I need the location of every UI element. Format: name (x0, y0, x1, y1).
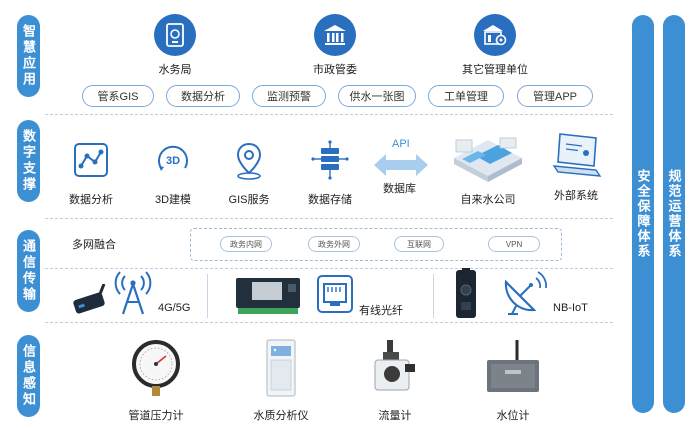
flow-meter-icon (374, 340, 415, 391)
app-unit-water-bureau: 水务局 (120, 14, 230, 77)
app-unit-other: 其它管理单位 (440, 14, 550, 77)
operations-bar: 规范运营体系 (663, 15, 685, 413)
water-quality-analyzer-icon (266, 339, 296, 397)
support-label: 外部系统 (554, 190, 598, 202)
divider-fusion-devices (45, 268, 613, 269)
support-water-company: 自来水公司 (448, 128, 528, 207)
support-data-analysis: 数据分析 (66, 140, 116, 207)
device-label: 管道压力计 (128, 410, 184, 422)
security-bar: 安全保障体系 (632, 15, 654, 413)
app-pill-mobile-app[interactable]: 管理APP (517, 85, 593, 107)
pressure-gauge-icon (132, 340, 180, 396)
support-label: 数据存储 (308, 194, 352, 206)
support-label: 自来水公司 (460, 194, 516, 206)
divider-support-comm (45, 218, 613, 219)
government-building-icon (314, 14, 356, 56)
controller-board-icon (236, 278, 300, 314)
app-unit-label: 水务局 (158, 64, 192, 76)
data-analysis-icon (74, 143, 108, 177)
bidirectional-arrow-icon (374, 154, 428, 176)
device-water-quality: 水质分析仪 (244, 338, 318, 423)
data-storage-icon (311, 140, 349, 180)
svg-text:3D: 3D (166, 155, 180, 167)
layer-label-comm: 通信传输 (17, 230, 40, 312)
app-pill-data-analysis[interactable]: 数据分析 (166, 85, 240, 107)
device-pressure-gauge: 管道压力计 (118, 338, 194, 423)
wired-label: 有线光纤 (359, 305, 403, 317)
network-group (190, 228, 562, 261)
app-unit-municipal: 市政管委 (280, 14, 390, 77)
support-label: GIS服务 (228, 194, 270, 206)
layer-label-app: 智慧应用 (17, 15, 40, 97)
nbiot-label: NB-IoT (553, 302, 588, 314)
fusion-label: 多网融合 (72, 239, 116, 251)
support-label: 数据分析 (69, 194, 113, 206)
device-label: 水质分析仪 (253, 410, 309, 422)
support-gis: GIS服务 (224, 140, 274, 207)
api-label: API (392, 138, 410, 150)
layer-label-sensing: 信息感知 (17, 335, 40, 417)
divider-app-support (45, 114, 613, 115)
network-pill-internet: 互联网 (394, 236, 444, 252)
device-flow-meter: 流量计 (360, 338, 430, 423)
building-gear-icon (474, 14, 516, 56)
divider-comm-sensing (45, 322, 613, 323)
satellite-dish-icon (504, 271, 547, 315)
ethernet-port-icon (317, 275, 353, 313)
map-pin-icon (236, 142, 262, 180)
3d-modeling-icon: 3D (158, 145, 188, 171)
database-label: 数据库 (383, 183, 416, 195)
network-pill-gov-internal: 政务内网 (220, 236, 272, 252)
support-3d-modeling: 3D 3D建模 (148, 140, 198, 207)
device-water-level: 水位计 (478, 338, 548, 423)
support-data-storage: 数据存储 (302, 140, 358, 207)
comm-separator (207, 274, 208, 318)
app-unit-label: 市政管委 (313, 64, 357, 76)
cellular-label: 4G/5G (158, 302, 191, 314)
nbiot-device-icon (456, 268, 476, 318)
water-plant-icon (454, 137, 522, 182)
water-level-meter-icon (487, 340, 539, 392)
support-external-system: 外部系统 (548, 130, 604, 203)
comm-separator (433, 274, 434, 318)
cell-tower-icon (114, 271, 152, 315)
app-pill-monitoring[interactable]: 监测预警 (252, 85, 326, 107)
laptop-icon (552, 133, 602, 177)
app-pill-gis[interactable]: 管系GIS (82, 85, 154, 107)
app-pill-water-map[interactable]: 供水一张图 (338, 85, 416, 107)
layer-label-support: 数字支撑 (17, 120, 40, 202)
device-label: 流量计 (378, 410, 412, 422)
router-icon (73, 284, 106, 314)
support-label: 3D建模 (154, 194, 192, 206)
device-label: 水位计 (496, 410, 530, 422)
app-unit-label: 其它管理单位 (462, 64, 528, 76)
network-pill-gov-external: 政务外网 (308, 236, 360, 252)
network-pill-vpn: VPN (488, 236, 540, 252)
app-pill-work-orders[interactable]: 工单管理 (428, 85, 504, 107)
building-phone-icon (154, 14, 196, 56)
